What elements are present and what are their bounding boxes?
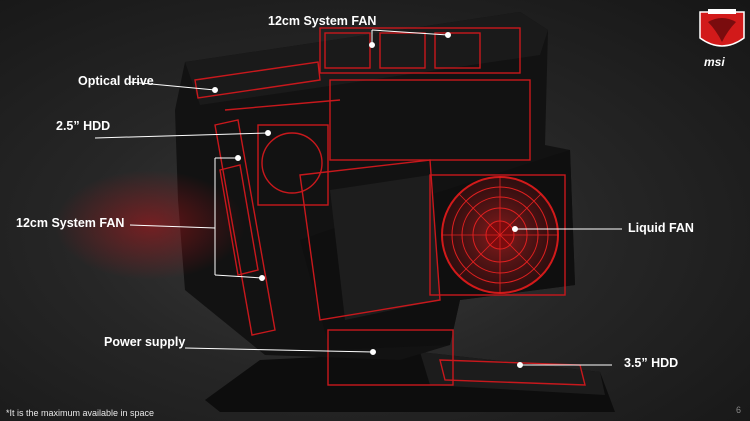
label-2-5-hdd: 2.5” HDD (56, 119, 111, 133)
psu-outline (327, 329, 454, 386)
footnote: *It is the maximum available in space (6, 408, 155, 418)
msi-wordmark: msi (704, 55, 725, 69)
top-fan-bay-outline (319, 27, 521, 74)
callout-dot (369, 42, 375, 48)
side-fan-outline (214, 119, 276, 336)
msi-gaming-logo (699, 9, 745, 47)
liquid-fan (441, 176, 559, 294)
callout-dot (259, 275, 265, 281)
label-optical-drive: Optical drive (78, 74, 154, 88)
vent-outline (299, 159, 441, 321)
side-glow (55, 170, 245, 280)
label-liquid-fan: Liquid FAN (628, 221, 694, 235)
liquid-fan-outline (429, 174, 566, 296)
callout-dot (370, 349, 376, 355)
callout-dot (517, 362, 523, 368)
label-12cm-system-fan-top: 12cm System FAN (268, 14, 377, 28)
label-3-5-hdd: 3.5” HDD (624, 356, 679, 370)
label-power-supply: Power supply (104, 335, 186, 349)
callout-dot (265, 130, 271, 136)
label-12cm-system-fan-side: 12cm System FAN (16, 216, 125, 230)
callout-dot (445, 32, 451, 38)
callout-dot (212, 87, 218, 93)
optical-drive-outline (194, 61, 321, 99)
component-outlines (194, 27, 586, 386)
page-number: 6 (736, 405, 742, 415)
callout-dot (512, 226, 518, 232)
hdd25-outline (257, 124, 329, 206)
case-stand (205, 352, 615, 412)
callout-lines (94, 29, 622, 368)
hdd35-outline (439, 359, 586, 386)
callout-dot (235, 155, 241, 161)
